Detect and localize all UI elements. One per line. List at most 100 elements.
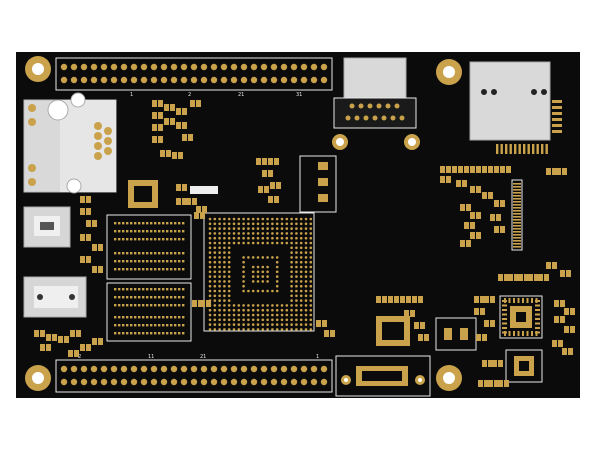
ram-ball [134,222,137,225]
bga-ball [290,299,293,302]
bga-ball [251,308,255,312]
bga-ball [218,232,221,235]
smd-pad [482,166,487,173]
smd-pad [274,158,279,165]
ram-ball [118,252,121,255]
bga-ball [275,328,279,331]
header-pin [210,63,218,71]
fpc-pin [513,216,521,218]
bga-ball [208,251,212,254]
ram-ball [150,238,153,241]
bga-processor [203,212,315,332]
smd-pad [98,266,103,273]
ram-ball [162,324,165,327]
bga-ball [256,227,260,230]
bga-ball [295,246,298,250]
smd-pad [462,180,467,187]
smd-pad [194,212,199,219]
smd-pad [80,344,85,351]
header-pin [80,63,88,71]
bga-ball [232,308,236,312]
bga-ball [285,318,289,322]
bga-ball [275,284,279,288]
jack-pad [104,137,112,145]
bga-ball [213,241,217,245]
header-pin [130,365,138,373]
ram-ball [146,222,149,225]
mounting-holes [25,56,462,391]
bga-ball [290,313,293,317]
ram-ball [174,316,177,319]
header-pin [230,63,238,71]
ram-ball [118,316,121,319]
smd-pad [376,296,381,303]
ram-ball [122,230,125,233]
bga-ball [275,232,279,235]
ram-ball [170,252,173,255]
bga-ball [309,260,313,264]
bga-ball [208,318,212,322]
bga-ball [247,256,250,259]
jack-pad [28,118,36,126]
bga-ball [208,241,212,245]
bga-ball [256,265,260,269]
bga-ball [299,232,303,235]
ram-ball [158,238,161,241]
smd-pad [470,186,475,193]
ram-ball [126,296,129,299]
smd-pad [406,296,411,303]
bga-ball [299,318,303,322]
bga-ball [295,304,298,307]
smd-pad [476,232,481,239]
bga-ball [227,318,231,322]
smd-pad [558,340,563,347]
ram-ball [130,304,133,307]
ram-ball [158,260,161,263]
smd-pad [560,300,565,307]
bga-ball [304,313,308,317]
ram-ball [138,230,141,233]
sd-pin [496,144,499,154]
qfn-pin [502,309,507,311]
header-pin [80,365,88,373]
header-pin [190,365,198,373]
ram-ball [150,332,153,335]
ram-ball [146,268,149,271]
smd-pad [446,176,451,183]
qfn-pin [535,313,540,316]
bga-ball [218,280,221,283]
bga-ball [280,313,284,317]
smd-pad [488,166,493,173]
bga-ball [256,270,260,274]
bga-ball [208,289,212,293]
smd-pad [500,200,505,207]
bga-ball [290,256,293,259]
bottom-pin-header [55,359,333,393]
connector-pad [363,115,369,121]
ram-ball [166,304,169,307]
bga-ball [285,217,289,221]
smd-pad [86,196,91,203]
smd-pad [552,340,557,347]
bga-ball [213,323,217,326]
bga-ball [223,222,226,226]
bga-ball [208,232,212,235]
bga-ball [223,328,226,331]
ram-ball [126,332,129,335]
ram-ball [158,268,161,271]
qfn-chip [499,295,543,339]
header-pin [260,378,268,386]
ram-ball [174,252,177,255]
bga-ball [275,304,279,307]
bga-ball [213,217,217,221]
ram-ball [134,230,137,233]
smd-pad [484,320,489,327]
bga-ball [261,232,265,235]
bga-ball [213,236,217,240]
fpc-pin [513,237,521,239]
bga-ball [256,222,260,226]
ram-ball [170,332,173,335]
smd-pad [192,198,197,205]
ram-ball [158,252,161,255]
smd-pad [158,100,163,107]
